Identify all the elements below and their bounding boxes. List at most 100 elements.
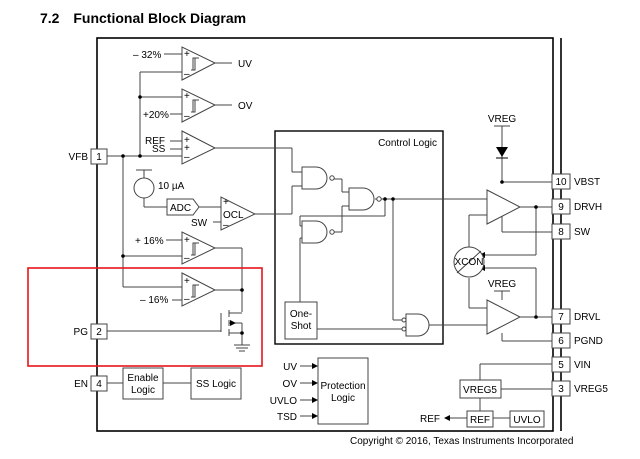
ov-comparator [181,88,217,123]
protection-input-uv: UV [283,362,297,373]
one-shot-label-2: Shot [291,321,312,332]
pin-5 [551,356,571,373]
pin-10 [551,173,571,190]
plus-sign: + [184,235,190,246]
vreg-bottom-label: VREG [488,279,517,290]
pin-2 [90,323,108,340]
plus-sign: + [184,143,190,154]
section-title: 7.2 Functional Block Diagram [40,10,246,26]
uvlo-block-label: UVLO [513,415,540,426]
pin-number: 2 [96,327,102,338]
ref-block-label: REF [470,415,490,426]
protection-logic-label-2: Logic [331,393,355,404]
pin-number: 1 [96,152,102,163]
ocl-comparator [220,196,257,231]
minus-sign: – [184,253,190,264]
minus-sign: – [223,220,229,231]
minus-sign: – [184,69,190,80]
vreg-top-label: VREG [488,114,517,125]
section-heading: Functional Block Diagram [73,10,247,26]
current-source-label: 10 µA [158,181,185,192]
enable-logic-block [122,367,164,400]
pin-number: 3 [558,384,564,395]
section-number: 7.2 [40,10,60,26]
pin-9 [551,198,571,215]
ref-output-label: REF [420,414,440,425]
error-amplifier [181,130,217,165]
plus-sign: + [223,197,229,208]
pg-low-comparator [181,272,217,307]
ov-output-label: OV [238,101,253,112]
vreg5-block-label: VREG5 [463,385,497,396]
adc-block [166,198,200,216]
protection-input-ov: OV [283,379,298,390]
control-logic-box [274,130,444,345]
pin-name-pgnd: PGND [574,336,603,347]
pin-6 [551,332,571,349]
pin-number: 8 [558,227,564,238]
pin-name-vfb: VFB [69,152,89,163]
minus-sign: – [184,152,190,163]
ocl-sw-label: SW [191,218,208,229]
nand-gate-3 [301,220,328,244]
pin-name-sw: SW [574,227,591,238]
pin-4 [90,375,108,392]
enable-logic-label-2: Logic [131,385,155,396]
control-logic-label: Control Logic [378,138,437,149]
pg-low-threshold-label: – 16% [140,295,168,306]
pin-7 [551,308,571,325]
pin-number: 4 [96,379,102,390]
pin-name-vin: VIN [574,360,591,371]
pin-name-pg: PG [74,327,89,338]
pin-number: 6 [558,336,564,347]
enable-logic-label-1: Enable [127,373,159,384]
pin-number: 10 [555,177,567,188]
uv-comparator [181,46,217,81]
pin-name-vbst: VBST [574,177,600,188]
pg-high-comparator [181,231,217,265]
pin-name-en: EN [74,379,88,390]
plus-sign: + [184,276,190,287]
ocl-label: OCL [223,210,244,221]
plus-sign: + [184,49,190,60]
ref-block [466,410,494,428]
ss-input-label: SS [152,144,166,155]
one-shot-block [284,301,318,340]
minus-sign: – [184,294,190,305]
pin-name-drvh: DRVH [574,202,602,213]
uv-output-label: UV [238,59,252,70]
uvlo-block [509,410,545,428]
ov-threshold-label: +20% [143,110,169,121]
high-side-driver [486,189,522,225]
nand-gate-1 [301,166,328,190]
pin-name-vreg5: VREG5 [574,384,608,395]
protection-input-uvlo: UVLO [270,396,297,407]
pin-1 [90,148,108,165]
plus-sign: + [184,91,190,102]
pin-number: 9 [558,202,564,213]
pin-number: 7 [558,312,564,323]
xcon-label: XCON [455,257,484,268]
pin-3 [551,380,571,397]
nand-gate-2 [348,187,375,211]
adc-label: ADC [170,203,191,214]
ss-logic-label: SS Logic [196,379,236,390]
protection-input-tsd: TSD [277,412,297,423]
low-side-driver [486,299,522,335]
and-gate [405,313,430,337]
ss-logic-block [190,367,242,400]
highlight-box [27,267,263,367]
protection-logic-label-1: Protection [320,381,365,392]
minus-sign: – [184,111,190,122]
vreg5-block [459,379,502,399]
pg-high-threshold-label: + 16% [135,236,164,247]
ref-input-label: REF [145,136,165,147]
pin-name-drvl: DRVL [574,312,601,323]
copyright-notice: Copyright © 2016, Texas Instruments Inco… [350,436,574,447]
plus-sign: + [184,135,190,146]
uv-threshold-label: – 32% [133,50,161,61]
one-shot-label-1: One- [290,309,312,320]
pin-number: 5 [558,360,564,371]
pin-8 [551,223,571,240]
